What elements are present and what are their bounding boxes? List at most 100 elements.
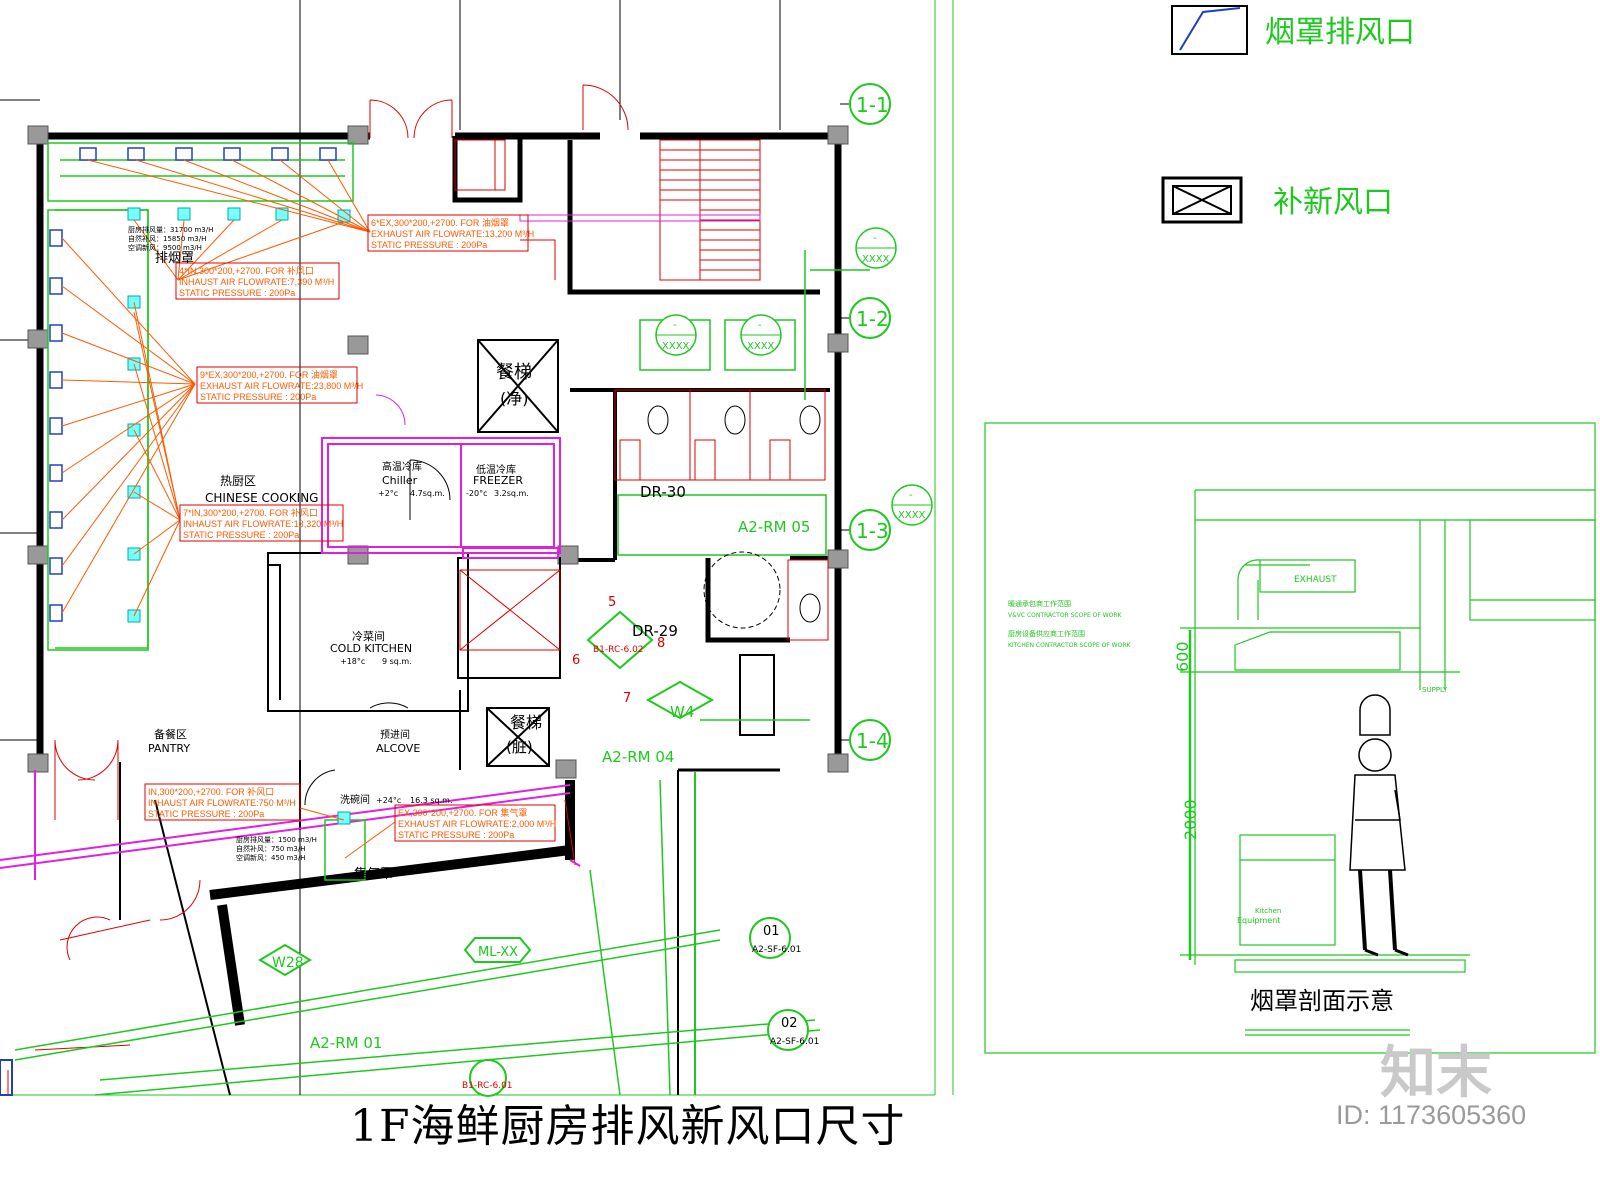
text-layer: 烟罩排风口 补新风口 1-1 1-2 1-3 1-4 - XXXX - XXXX… — [128, 15, 1448, 1091]
small2-line2: 自然补风：750 m3/H — [236, 844, 305, 853]
lift-dirty-sub: (脏) — [506, 738, 533, 756]
tag-dr29: DR-29 — [632, 622, 678, 640]
grid-label-4: 1-4 — [856, 729, 889, 753]
note6-line1: EX,300*200,+2700. FOR 集气罩 — [398, 807, 527, 818]
section-equipment-1: Kitchen — [1255, 907, 1281, 915]
note1-line3: STATIC PRESSURE : 200Pa — [371, 240, 487, 250]
chiller-temp: +2°c — [378, 489, 398, 498]
hot-kitchen-en: CHINESE COOKING — [205, 491, 318, 505]
small1-line2: 自然补风：15850 m3/H — [128, 234, 206, 243]
note5-line3: STATIC PRESSURE : 200Pa — [148, 809, 264, 819]
section-kitchen-en: KITCHEN CONTRACTOR SCOPE OF WORK — [1008, 642, 1131, 649]
chiller-area: 4.7sq.m. — [410, 489, 445, 498]
staircase — [7, 84, 829, 1095]
note6-line3: STATIC PRESSURE : 200Pa — [398, 830, 514, 840]
sheet-frame — [0, 0, 954, 1096]
cold-kitchen-en: COLD KITCHEN — [330, 642, 412, 655]
tag-rm04: A2-RM 04 — [602, 748, 674, 766]
chef-figure — [1349, 694, 1409, 957]
tag-dr30: DR-30 — [640, 483, 686, 501]
freezer-area: 3.2sq.m. — [494, 489, 529, 498]
note1-line1: 6*EX,300*200,+2700. FOR 油烟罩 — [371, 217, 509, 228]
lift-clean-label: 餐梯 — [496, 362, 532, 383]
small2-line1: 厨房排风量：1500 m3/H — [236, 835, 317, 844]
note3-line2: EXHAUST AIR FLOWRATE:23,800 M³/H — [200, 381, 363, 391]
note4-line3: STATIC PRESSURE : 200Pa — [183, 530, 299, 540]
small2-line3: 空调新风：450 m3/H — [236, 853, 305, 862]
hood-outlines — [14, 142, 870, 1096]
note4-line1: 7*IN,300*200,+2700. FOR 补风口 — [183, 507, 318, 518]
section-dim-600: 600 — [1173, 641, 1192, 672]
legend-supply-label: 补新风口 — [1273, 185, 1393, 220]
section-exhaust: EXHAUST — [1294, 575, 1337, 585]
section-kitchen-cn: 厨房设备供应商工作范围 — [1008, 629, 1085, 638]
note1-line2: EXHAUST AIR FLOWRATE:13,200 M³/H — [371, 229, 534, 239]
pantry-cn: 备餐区 — [154, 727, 187, 741]
note4-line2: INHAUST AIR FLOWRATE:13,320 M³/H — [183, 519, 343, 529]
plumbing-fixtures — [304, 394, 821, 806]
annotation-boxes — [144, 214, 556, 842]
note3-line1: 9*EX,300*200,+2700. FOR 油烟罩 — [200, 369, 338, 380]
hot-kitchen-cn: 热厨区 — [220, 474, 256, 488]
hood-label: 排烟罩 — [155, 251, 194, 266]
note6-line2: EXHAUST AIR FLOWRATE:2,000 M³/H — [398, 819, 556, 829]
bubble-dash-4: - — [909, 490, 913, 501]
section-hvac-en: V&VC CONTRACTOR SCOPE OF WORK — [1008, 612, 1123, 619]
bubble-xxxx-1: XXXX — [862, 254, 890, 265]
building-walls — [36, 132, 842, 1026]
small1-line3: 空调新风：9500 m3/H — [128, 243, 202, 252]
collect-hood-label: 集气罩 — [354, 866, 393, 882]
tag-mlxx: ML-XX — [478, 945, 518, 960]
lift-clean-sub: (净) — [500, 389, 529, 408]
grid-label-2: 1-2 — [856, 307, 889, 331]
bubble-xxxx-4: XXXX — [898, 510, 926, 521]
section-hvac-cn: 暖通承包商工作范围 — [1008, 599, 1071, 608]
bubble-dash-3: - — [758, 320, 762, 331]
small1-line1: 厨房排风量：31700 m3/H — [128, 225, 213, 234]
legend-symbols — [1161, 5, 1248, 224]
image-id-tag: ID: 1173605360 — [1336, 1100, 1527, 1130]
note2-line2: INHAUST AIR FLOWRATE:7,390 M³/H — [179, 277, 334, 287]
tag-n5: 5 — [608, 595, 616, 610]
columns — [27, 125, 849, 779]
chiller-en: Chiller — [382, 474, 418, 487]
leader-lines — [61, 159, 396, 859]
note5-line2: INHAUST AIR FLOWRATE:750 M³/H — [148, 798, 296, 808]
dish-cn: 洗碗间 — [340, 793, 370, 806]
tag-sf02-num: 02 — [781, 1016, 798, 1031]
freezer-cn: 低温冷库 — [476, 463, 516, 476]
dish-area: 16.3 sq.m. — [410, 796, 452, 805]
grid-label-1: 1-1 — [856, 93, 889, 117]
tag-n8: 8 — [657, 636, 665, 651]
tag-sf02: A2-SF-6.01 — [770, 1037, 819, 1047]
tag-rm05: A2-RM 05 — [738, 518, 810, 536]
legend-exhaust-label: 烟罩排风口 — [1265, 15, 1415, 50]
note5-line1: IN,300*200,+2700. FOR 补风口 — [148, 786, 274, 797]
tag-sf01-num: 01 — [763, 924, 780, 939]
bubble-divider-lines — [656, 247, 932, 506]
tag-sf01: A2-SF-6.01 — [752, 945, 801, 955]
exhaust-vents-top — [79, 147, 337, 161]
section-supply: SUPPLY — [1422, 686, 1448, 694]
cold-kitchen-temp: +18°c — [340, 657, 365, 666]
alcove-en: ALCOVE — [376, 742, 420, 755]
dish-temp: +24°c — [376, 796, 401, 805]
lift-dirty-label: 餐梯 — [510, 713, 542, 732]
grid-label-3: 1-3 — [856, 519, 889, 543]
section-markers — [258, 610, 809, 1097]
grid-bubbles — [655, 83, 933, 761]
chiller-cn: 高温冷库 — [382, 460, 422, 473]
drawing-title: 1F海鲜厨房排风新风口尺寸 — [350, 1101, 906, 1152]
tag-n7: 7 — [623, 691, 631, 706]
bubble-dash-1: - — [873, 233, 877, 244]
pantry-en: PANTRY — [148, 742, 190, 755]
tag-rm01: A2-RM 01 — [310, 1034, 382, 1052]
section-drawing — [984, 422, 1596, 1054]
cold-kitchen-area: 9 sq.m. — [382, 657, 412, 666]
section-title: 烟罩剖面示意 — [1250, 987, 1394, 1015]
tag-n6: 6 — [572, 653, 580, 668]
freezer-en: FREEZER — [473, 474, 523, 487]
bubble-dash-2: - — [673, 320, 677, 331]
exhaust-vents-left — [49, 229, 63, 622]
